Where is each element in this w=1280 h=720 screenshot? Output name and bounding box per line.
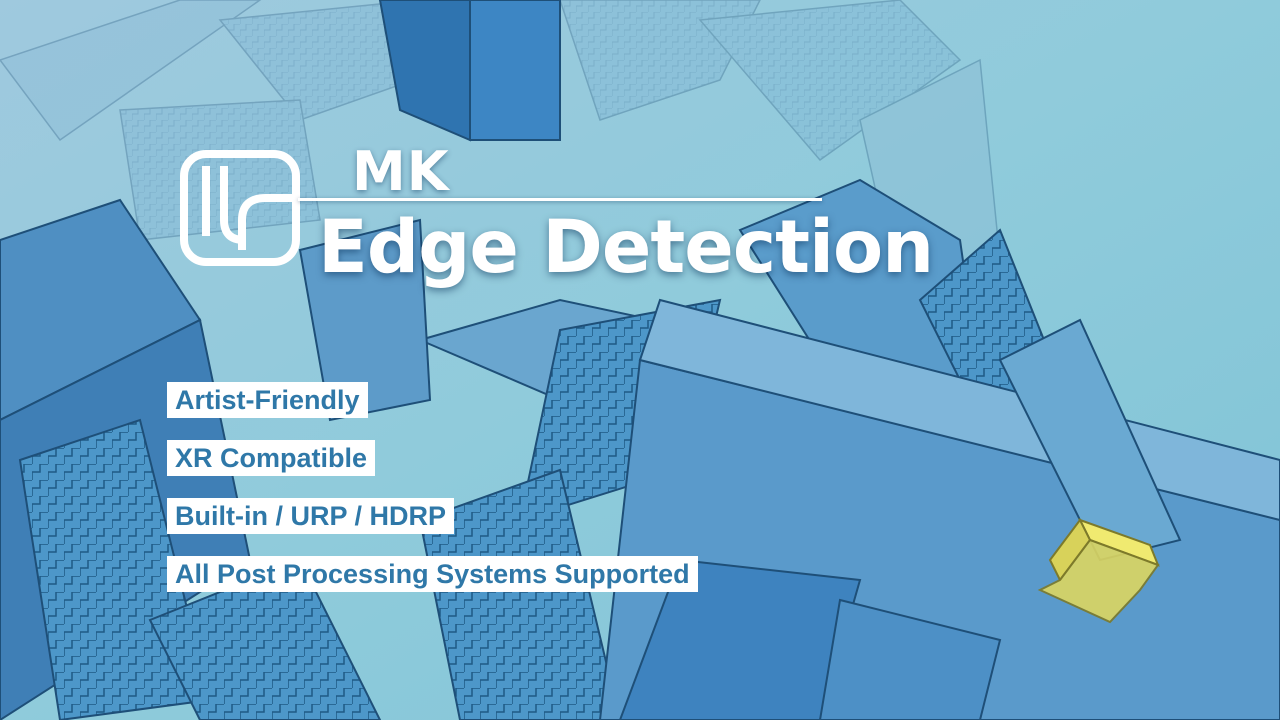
mk-logo-icon	[180, 150, 300, 266]
feature-label: XR Compatible	[167, 440, 376, 476]
title-divider	[298, 198, 822, 201]
feature-label: Artist-Friendly	[167, 382, 368, 418]
brand-prefix: MK	[352, 140, 450, 203]
product-title: Edge Detection	[318, 205, 934, 290]
feature-label: Built-in / URP / HDRP	[167, 498, 455, 534]
feature-label: All Post Processing Systems Supported	[167, 556, 698, 592]
